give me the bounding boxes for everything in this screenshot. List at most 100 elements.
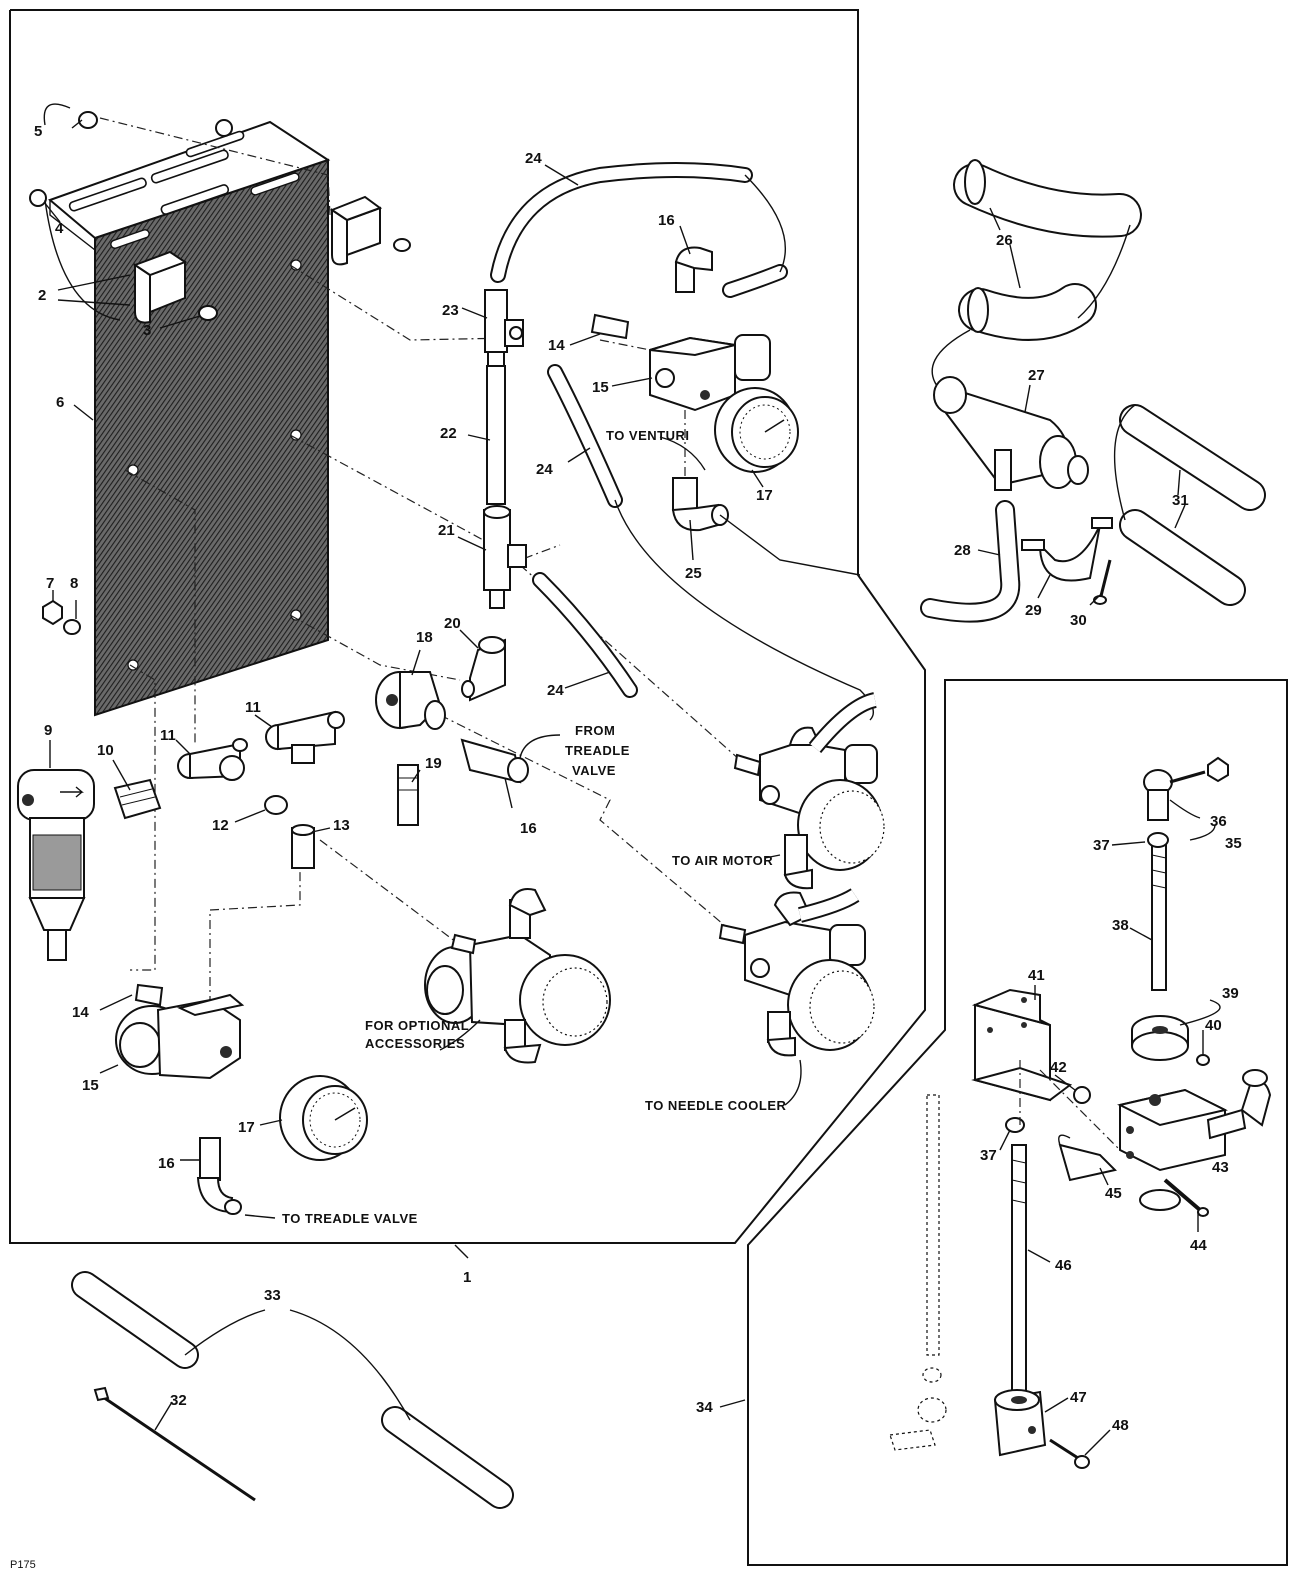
- label-23: 23: [442, 302, 459, 319]
- fitting-10: [113, 778, 162, 820]
- note-from-treadle-line1: FROM: [575, 723, 615, 738]
- label-27: 27: [1028, 367, 1045, 384]
- sleeve-33-lower: [381, 1406, 514, 1509]
- rod-38: [1151, 839, 1167, 991]
- tee-21: [483, 505, 527, 609]
- label-3: 3: [143, 322, 151, 339]
- hose-26-upper: [953, 159, 1142, 238]
- main-assembly-frame: [9, 9, 926, 1244]
- air-filter: [17, 769, 95, 961]
- label-30: 30: [1070, 612, 1087, 629]
- regulator-right-lower: [718, 888, 875, 1057]
- note-to-treadle-valve: TO TREADLE VALVE: [282, 1211, 418, 1226]
- screw-42: [1073, 1086, 1091, 1104]
- label-44: 44: [1190, 1237, 1207, 1254]
- elbow-16-lower: [196, 1137, 242, 1215]
- tie-rod-32: [93, 1386, 256, 1502]
- nipple-19: [397, 764, 419, 826]
- label-13: 13: [333, 817, 350, 834]
- gauge-upper: [714, 387, 799, 473]
- label-22: 22: [440, 425, 457, 442]
- tee-fitting-11-left: [177, 738, 248, 781]
- label-6: 6: [56, 394, 64, 411]
- label-34: 34: [696, 1399, 713, 1416]
- regulator-center-optional: [424, 888, 611, 1064]
- label-15-lower: 15: [82, 1077, 99, 1094]
- fitting-14-upper: [590, 313, 630, 340]
- label-25: 25: [685, 565, 702, 582]
- pin-44: [1139, 1178, 1209, 1217]
- label-37-upper: 37: [1093, 837, 1110, 854]
- regulator-right-upper: [733, 692, 885, 890]
- nut-37-upper: [1147, 832, 1169, 848]
- label-31: 31: [1172, 492, 1189, 509]
- nipple-13: [291, 824, 315, 869]
- label-1: 1: [463, 1269, 471, 1286]
- tube-28: [920, 500, 1021, 623]
- inset-assembly-frame: [747, 679, 1288, 1566]
- valve-block-43: [1117, 1069, 1272, 1172]
- hose-31: [1113, 404, 1266, 606]
- label-46: 46: [1055, 1257, 1072, 1274]
- manifold-18: [375, 671, 446, 730]
- elbow-16-upper: [674, 246, 713, 293]
- nut-7: [42, 599, 63, 626]
- fitting-45: [1058, 1134, 1117, 1182]
- regulator-lower: [115, 993, 245, 1080]
- nut-36: [1207, 756, 1229, 783]
- label-48: 48: [1112, 1417, 1129, 1434]
- label-32: 32: [170, 1392, 187, 1409]
- note-to-needle-cooler: TO NEEDLE COOLER: [645, 1098, 786, 1113]
- clamp-block-47: [993, 1389, 1047, 1457]
- tee-fitting-11-right: [265, 710, 345, 764]
- label-11-right: 11: [245, 699, 261, 716]
- screw-3: [198, 305, 218, 321]
- label-17-lower: 17: [238, 1119, 255, 1136]
- label-14-lower: 14: [72, 1004, 89, 1021]
- label-17-upper: 17: [756, 487, 773, 504]
- part-labels: 1 2 3 4 5 6 7 8 9 10 11 11 12 13 14 14 1…: [34, 123, 1242, 1434]
- label-24-top: 24: [525, 150, 542, 167]
- bracket-right: [329, 195, 411, 266]
- fitting-14-lower: [134, 983, 164, 1007]
- plug-12: [264, 795, 288, 815]
- note-from-treadle-line3: VALVE: [572, 763, 616, 778]
- label-5: 5: [34, 123, 42, 140]
- label-20: 20: [444, 615, 461, 632]
- tube-22: [486, 365, 506, 505]
- label-12: 12: [212, 817, 229, 834]
- note-optional-line2: ACCESSORIES: [365, 1036, 465, 1051]
- label-10: 10: [97, 742, 114, 759]
- label-41: 41: [1028, 967, 1045, 984]
- label-16-upper: 16: [658, 212, 675, 229]
- clamp-29: [1021, 517, 1113, 582]
- label-21: 21: [438, 522, 455, 539]
- label-38: 38: [1112, 917, 1129, 934]
- label-42: 42: [1050, 1059, 1067, 1076]
- label-19: 19: [425, 755, 442, 772]
- label-2: 2: [38, 287, 46, 304]
- bracket-left: [132, 250, 188, 324]
- setscrew-40: [1196, 1054, 1210, 1066]
- nut-37-lower: [1005, 1117, 1025, 1133]
- label-28: 28: [954, 542, 971, 559]
- sleeve-33-upper: [71, 1271, 199, 1369]
- label-29: 29: [1025, 602, 1042, 619]
- nut-5: [78, 111, 98, 129]
- screw-48: [1049, 1438, 1090, 1469]
- label-4: 4: [55, 220, 64, 237]
- label-39: 39: [1222, 985, 1239, 1002]
- washer-4-left: [29, 189, 47, 207]
- label-7: 7: [46, 575, 54, 592]
- label-24-lower: 24: [547, 682, 564, 699]
- label-24-middle: 24: [536, 461, 553, 478]
- label-40: 40: [1205, 1017, 1222, 1034]
- ball-joint-35: [1143, 769, 1206, 821]
- label-37-lower: 37: [980, 1147, 997, 1164]
- connection-notes: TO VENTURI FROM TREADLE VALVE TO AIR MOT…: [282, 428, 786, 1226]
- label-14-upper: 14: [548, 337, 565, 354]
- label-11-left: 11: [160, 727, 176, 744]
- note-optional-line1: FOR OPTIONAL: [365, 1018, 469, 1033]
- figure-id: P175: [10, 1559, 36, 1571]
